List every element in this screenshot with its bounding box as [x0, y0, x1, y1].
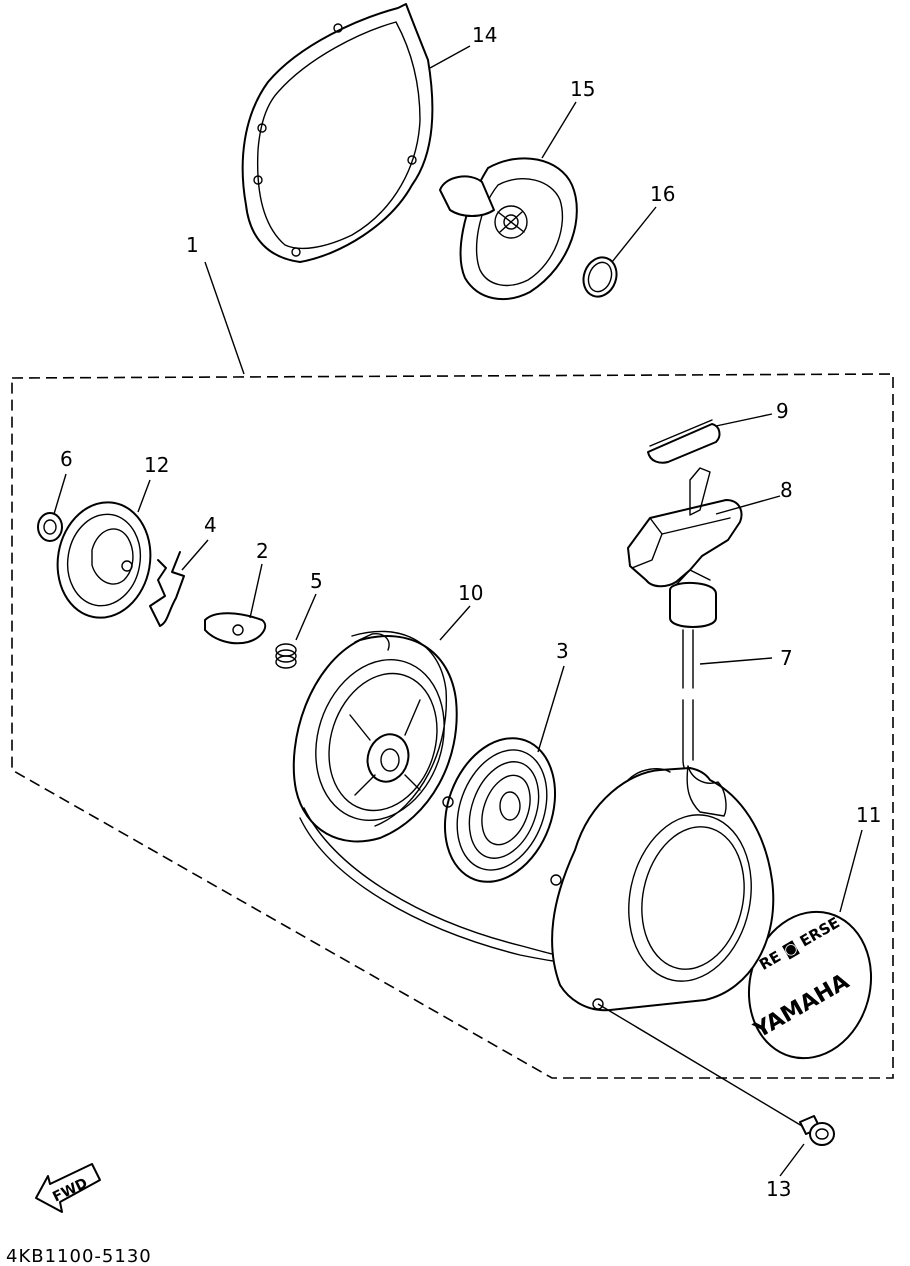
starter-rope-7 — [299, 629, 694, 963]
pawl-spring-5 — [275, 643, 297, 669]
callout-9: 9 — [776, 399, 789, 423]
callout-8: 8 — [780, 478, 793, 502]
callout-5: 5 — [310, 569, 323, 593]
callout-15: 15 — [570, 77, 595, 101]
callout-14: 14 — [472, 23, 497, 47]
callout-16: 16 — [650, 182, 675, 206]
callout-2: 2 — [256, 539, 269, 563]
bolt-13 — [799, 1115, 835, 1146]
callout-1: 1 — [186, 233, 199, 257]
starter-handle-8 — [627, 467, 743, 628]
handle-cap-9 — [647, 419, 721, 464]
pawl-2 — [204, 612, 267, 645]
leader-lines — [53, 45, 863, 1177]
starter-case — [550, 765, 775, 1012]
callout-3: 3 — [556, 639, 569, 663]
nut-6 — [37, 512, 63, 542]
spiral-spring-3 — [442, 737, 557, 883]
spring-clip-4 — [149, 551, 185, 627]
drive-pulley-15 — [439, 157, 578, 301]
rope-reel-10 — [292, 630, 458, 843]
callout-13: 13 — [766, 1177, 791, 1201]
plate-12 — [56, 501, 152, 619]
callout-11: 11 — [856, 803, 881, 827]
gasket-14 — [241, 3, 434, 263]
fwd-label: FWD — [50, 1175, 90, 1205]
o-ring-16 — [582, 256, 618, 298]
diagram-code: 4KB1100-5130 — [6, 1246, 152, 1266]
fwd-arrow: FWD — [35, 1163, 101, 1213]
callout-7: 7 — [780, 646, 793, 670]
callout-10: 10 — [458, 581, 483, 605]
callout-4: 4 — [204, 513, 217, 537]
callout-6: 6 — [60, 447, 73, 471]
callout-12: 12 — [144, 453, 169, 477]
